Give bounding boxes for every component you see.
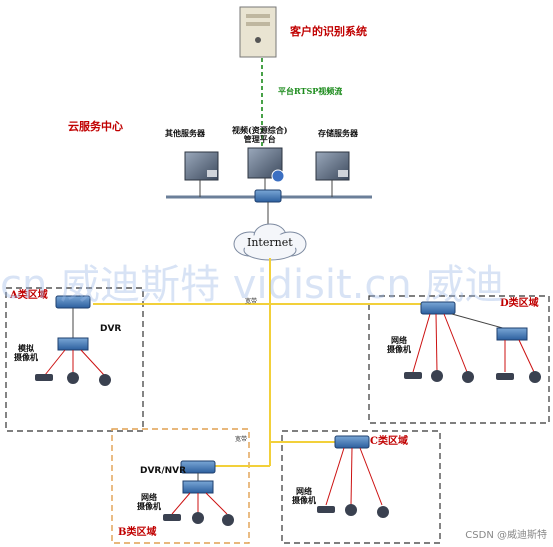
dvr-nvr-label: DVR/NVR [140, 466, 187, 476]
client-system-label: 客户的识别系统 [290, 25, 367, 38]
zone-a-dvr-icon [57, 337, 89, 351]
zone-d-dvr-icon [496, 327, 528, 341]
zone-d-network-camera-label: 网络 摄像机 [387, 335, 411, 355]
zone-c-switch-icon [334, 435, 370, 449]
camera-link [350, 447, 353, 506]
zone-b-nvr-icon [182, 480, 214, 494]
camera-icon [317, 506, 335, 513]
zone-a-label: A类区域 [10, 290, 48, 301]
zone-c-label: C类区域 [370, 436, 408, 447]
zone-b-label: B类区域 [118, 527, 157, 538]
video-platform-label: 视频(资源综合) 管理平台 [232, 125, 288, 145]
internet-cloud-icon [233, 223, 307, 261]
dome-camera-icon [222, 514, 234, 526]
zone-b-network-camera-label: 网络 摄像机 [137, 492, 161, 512]
other-servers-label: 其他服务器 [165, 128, 205, 138]
storage-server-icon [315, 151, 350, 181]
zone-d-label: D类区域 [500, 298, 539, 309]
broadband-label-b: 宽带 [235, 436, 248, 443]
core-switch-icon [254, 189, 282, 203]
dome-camera-icon [529, 371, 541, 383]
camera-link [443, 313, 468, 373]
video-platform-server-icon [247, 147, 285, 183]
cloud-center-label: 云服务中心 [68, 120, 123, 133]
dome-camera-icon [192, 512, 204, 524]
broadband-label-a: 宽带 [245, 298, 258, 305]
zone-d-switch-icon [420, 301, 456, 315]
link [451, 313, 511, 331]
dome-camera-icon [99, 374, 111, 386]
other-server-icon [184, 151, 219, 181]
client-computer-icon [239, 6, 277, 58]
dome-camera-icon [377, 506, 389, 518]
internet-label: Internet [247, 236, 293, 249]
camera-link [44, 349, 66, 376]
zone-b-switch-icon [180, 460, 216, 474]
camera-icon [404, 372, 422, 379]
zone-b-box [111, 428, 250, 544]
watermark: cn 威迪斯特 vidisit.cn 威迪 [0, 262, 505, 308]
zone-c-network-camera-label: 网络 摄像机 [292, 486, 316, 506]
storage-servers-label: 存储服务器 [318, 128, 358, 138]
camera-icon [496, 373, 514, 380]
csdn-footer: CSDN @威迪斯特 [465, 530, 547, 541]
zone-a-dvr-label: DVR [100, 324, 122, 334]
zone-d-box [368, 295, 550, 424]
camera-link [518, 339, 535, 373]
zone-c-box [281, 430, 441, 544]
camera-link [80, 349, 105, 376]
dome-camera-icon [345, 504, 357, 516]
dome-camera-icon [431, 370, 443, 382]
camera-link [171, 492, 191, 515]
camera-link [359, 447, 383, 506]
dome-camera-icon [462, 371, 474, 383]
camera-link [435, 313, 438, 373]
dome-camera-icon [67, 372, 79, 384]
camera-icon [163, 514, 181, 521]
camera-icon [35, 374, 53, 381]
analog-camera-label: 模拟 摄像机 [14, 343, 38, 363]
rtsp-stream-label: 平台RTSP视频流 [278, 86, 343, 96]
camera-link [205, 492, 228, 515]
camera-link [325, 447, 345, 506]
camera-link [412, 313, 431, 373]
